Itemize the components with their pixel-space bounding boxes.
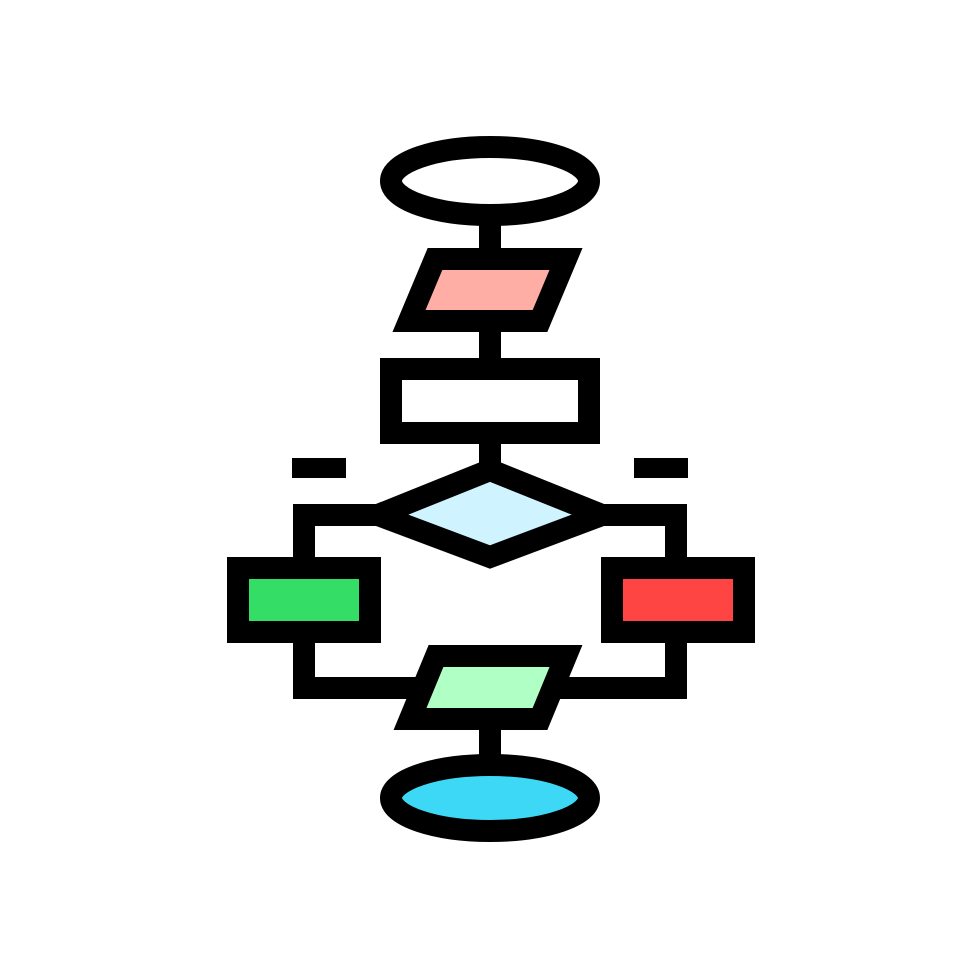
start-terminal-shape [380,136,600,226]
branch-right-label-mark [634,458,688,478]
branch-left-process-shape [227,557,381,643]
branch-left-label-mark [292,458,346,478]
decision-shape [347,458,633,569]
process-shape [380,358,600,444]
end-terminal-shape [380,754,600,842]
input-output-top-shape [392,248,583,332]
branch-right-process-shape [601,557,755,643]
input-output-bottom-shape [393,645,583,730]
connector-left-to-output [293,632,436,699]
connector-right-to-output [544,632,687,699]
